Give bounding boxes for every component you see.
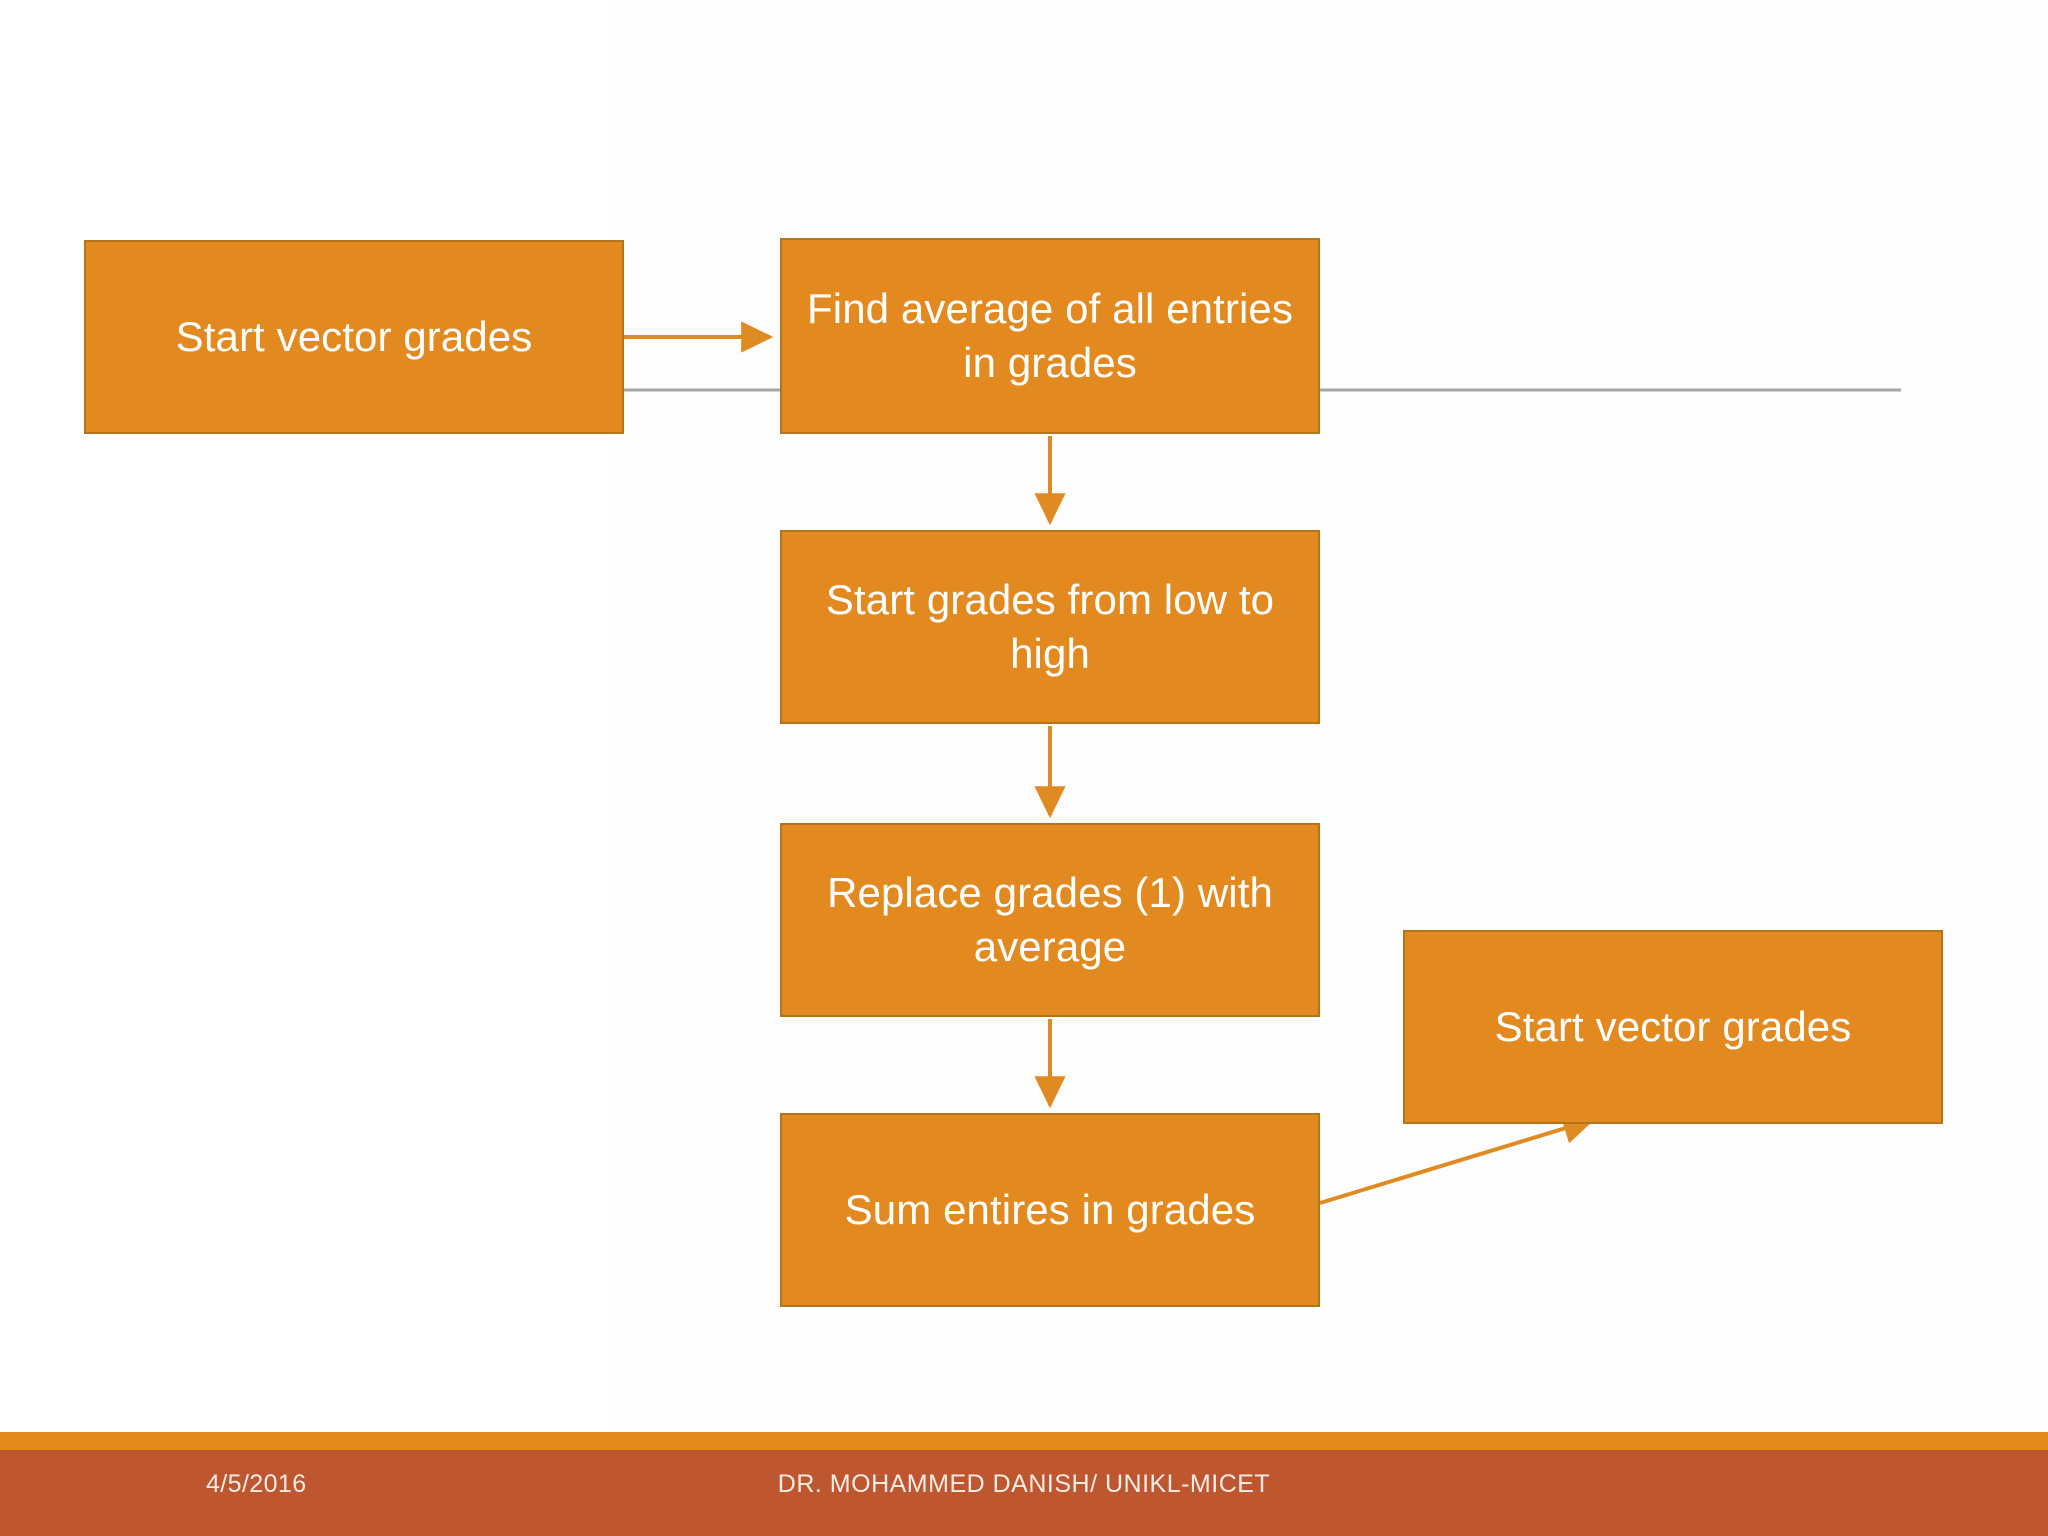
flow-node-label: Start grades from low to high (825, 576, 1275, 677)
footer-date: 4/5/2016 (206, 1470, 307, 1498)
flow-node-label: Start vector grades (1494, 1003, 1852, 1051)
flow-node-label: Sum entires in grades (844, 1186, 1256, 1234)
flow-node-label: Find average of all entries in grades (807, 285, 1293, 386)
flow-node-find-average[interactable]: Find average of all entries in grades (780, 238, 1320, 434)
flow-node-sum-entires[interactable]: Sum entires in grades (780, 1113, 1320, 1307)
slide-footer: 4/5/2016 DR. MOHAMMED DANISH/ UNIKL-MICE… (0, 1432, 2048, 1536)
flow-node-start-vector-grades-2[interactable]: Start vector grades (1403, 930, 1943, 1124)
footer-band (0, 1450, 2048, 1536)
flow-node-label: Replace grades (1) with average (827, 869, 1273, 970)
footer-accent-stripe (0, 1432, 2048, 1450)
footer-credit: DR. MOHAMMED DANISH/ UNIKL-MICET (777, 1470, 1271, 1498)
flow-node-start-grades-sort[interactable]: Start grades from low to high (780, 530, 1320, 724)
flow-node-label: Start vector grades (175, 313, 533, 361)
flow-node-replace-grades[interactable]: Replace grades (1) with average (780, 823, 1320, 1017)
flow-node-start-vector-grades[interactable]: Start vector grades (84, 240, 624, 434)
